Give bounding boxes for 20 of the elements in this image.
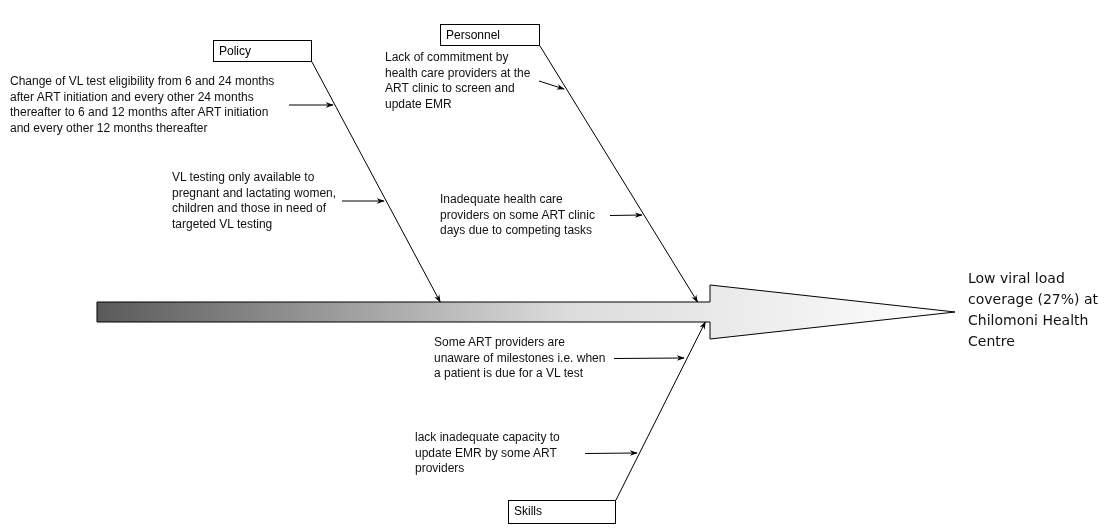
arrow xyxy=(613,355,685,361)
arrow xyxy=(288,102,334,108)
arrow xyxy=(615,321,706,501)
cause-text: Some ART providers are unaware of milestones i.e. when a patient is due for a VL test xyxy=(434,335,610,382)
block-arrow xyxy=(97,285,955,339)
arrow xyxy=(584,450,638,456)
category-box: Policy xyxy=(213,40,312,62)
arrow xyxy=(538,80,565,90)
category-box: Personnel xyxy=(440,24,540,46)
cause-text: Lack of commitment by health care providers at the ART clinic to screen and update EMR xyxy=(385,50,535,113)
cause-text: Inadequate health care providers on some ART clinic days due to competing tasks xyxy=(440,192,606,239)
cause-text: VL testing only available to pregnant and lactating women, children and those in need of targeted VL testing xyxy=(172,170,338,233)
arrow xyxy=(341,198,385,204)
category-box: Skills xyxy=(508,500,616,524)
effect-text: Low viral load coverage (27%) at Chilomoni Health Centre xyxy=(968,268,1098,352)
arrow xyxy=(609,212,643,218)
arrow xyxy=(311,61,441,303)
arrow xyxy=(539,45,699,303)
cause-text: lack inadequate capacity to update EMR by some ART providers xyxy=(415,430,581,477)
cause-text: Change of VL test eligibility from 6 and 24 months after ART initiation and every other 24 months thereafter to 6 and 12 months after ART initiation and every other 12 months thereafter xyxy=(10,74,285,137)
